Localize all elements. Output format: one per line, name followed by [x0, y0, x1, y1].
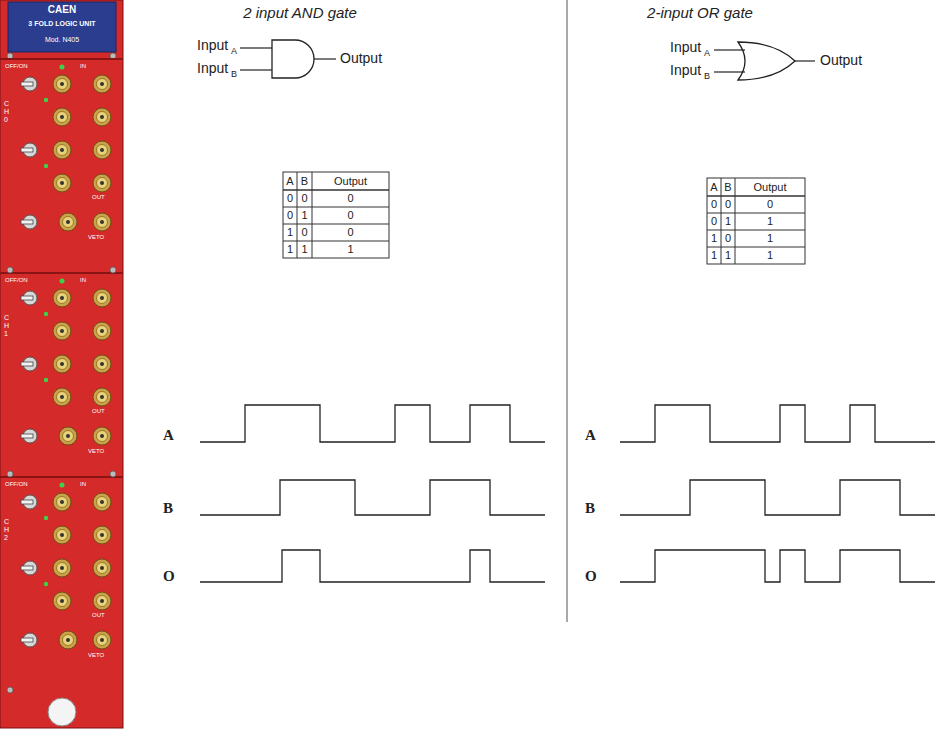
table-cell: Output	[312, 172, 389, 190]
output-label: Output	[340, 51, 382, 65]
signal-label: B	[163, 501, 173, 516]
table-cell: 1	[735, 213, 805, 230]
table-cell: 1	[297, 241, 312, 258]
switch-label: OFF/ON	[5, 63, 28, 69]
table-cell: 1	[735, 230, 805, 247]
table-cell: 1	[735, 247, 805, 264]
signal-label: B	[585, 501, 595, 516]
table-cell: 0	[283, 190, 297, 207]
gate-title: 2 input AND gate	[220, 5, 380, 20]
table-cell: 1	[283, 224, 297, 241]
connector-label: OUT	[92, 408, 105, 414]
table-cell: B	[297, 172, 312, 190]
table-cell: A	[283, 172, 297, 190]
input-label: Input	[197, 61, 228, 75]
table-cell: 1	[721, 247, 735, 264]
table-cell: 1	[297, 207, 312, 224]
table-cell: 0	[283, 207, 297, 224]
connector-label: OUT	[92, 194, 105, 200]
brand-name: CAEN	[8, 5, 116, 15]
signal-label: O	[585, 569, 597, 584]
table-cell: 0	[297, 190, 312, 207]
input-subscript: A	[704, 49, 710, 58]
module-title: 3 FOLD LOGIC UNIT	[8, 20, 116, 27]
table-cell: 0	[312, 224, 389, 241]
input-subscript: B	[231, 70, 237, 79]
table-cell: 0	[312, 207, 389, 224]
model-number: Mod. N405	[8, 36, 116, 43]
connector-label: VETO	[88, 448, 104, 454]
connector-label: VETO	[88, 234, 104, 240]
signal-label: O	[163, 569, 175, 584]
table-cell: A	[707, 178, 721, 196]
table-cell: Output	[735, 178, 805, 196]
connector-label: IN	[80, 481, 86, 487]
input-label: Input	[670, 40, 701, 54]
channel-label: CH 0	[4, 100, 10, 124]
table-cell: 0	[297, 224, 312, 241]
switch-label: OFF/ON	[5, 481, 28, 487]
connector-label: IN	[80, 63, 86, 69]
table-cell: 1	[707, 247, 721, 264]
channel-label: CH 2	[4, 518, 10, 542]
table-cell: 0	[707, 196, 721, 213]
table-cell: 0	[312, 190, 389, 207]
table-cell: 0	[735, 196, 805, 213]
input-label: Input	[197, 38, 228, 52]
connector-label: IN	[80, 277, 86, 283]
channel-label: CH 1	[4, 314, 10, 338]
signal-label: A	[163, 428, 174, 443]
input-label: Input	[670, 63, 701, 77]
table-cell: 1	[707, 230, 721, 247]
connector-label: OUT	[92, 612, 105, 618]
signal-label: A	[585, 428, 596, 443]
table-cell: 1	[283, 241, 297, 258]
connector-label: VETO	[88, 652, 104, 658]
gate-title: 2-input OR gate	[620, 5, 780, 20]
table-cell: 1	[312, 241, 389, 258]
switch-label: OFF/ON	[5, 277, 28, 283]
input-subscript: A	[231, 47, 237, 56]
table-cell: 1	[721, 213, 735, 230]
input-subscript: B	[704, 72, 710, 81]
table-cell: B	[721, 178, 735, 196]
output-label: Output	[820, 53, 862, 67]
table-cell: 0	[721, 196, 735, 213]
table-cell: 0	[707, 213, 721, 230]
table-cell: 0	[721, 230, 735, 247]
